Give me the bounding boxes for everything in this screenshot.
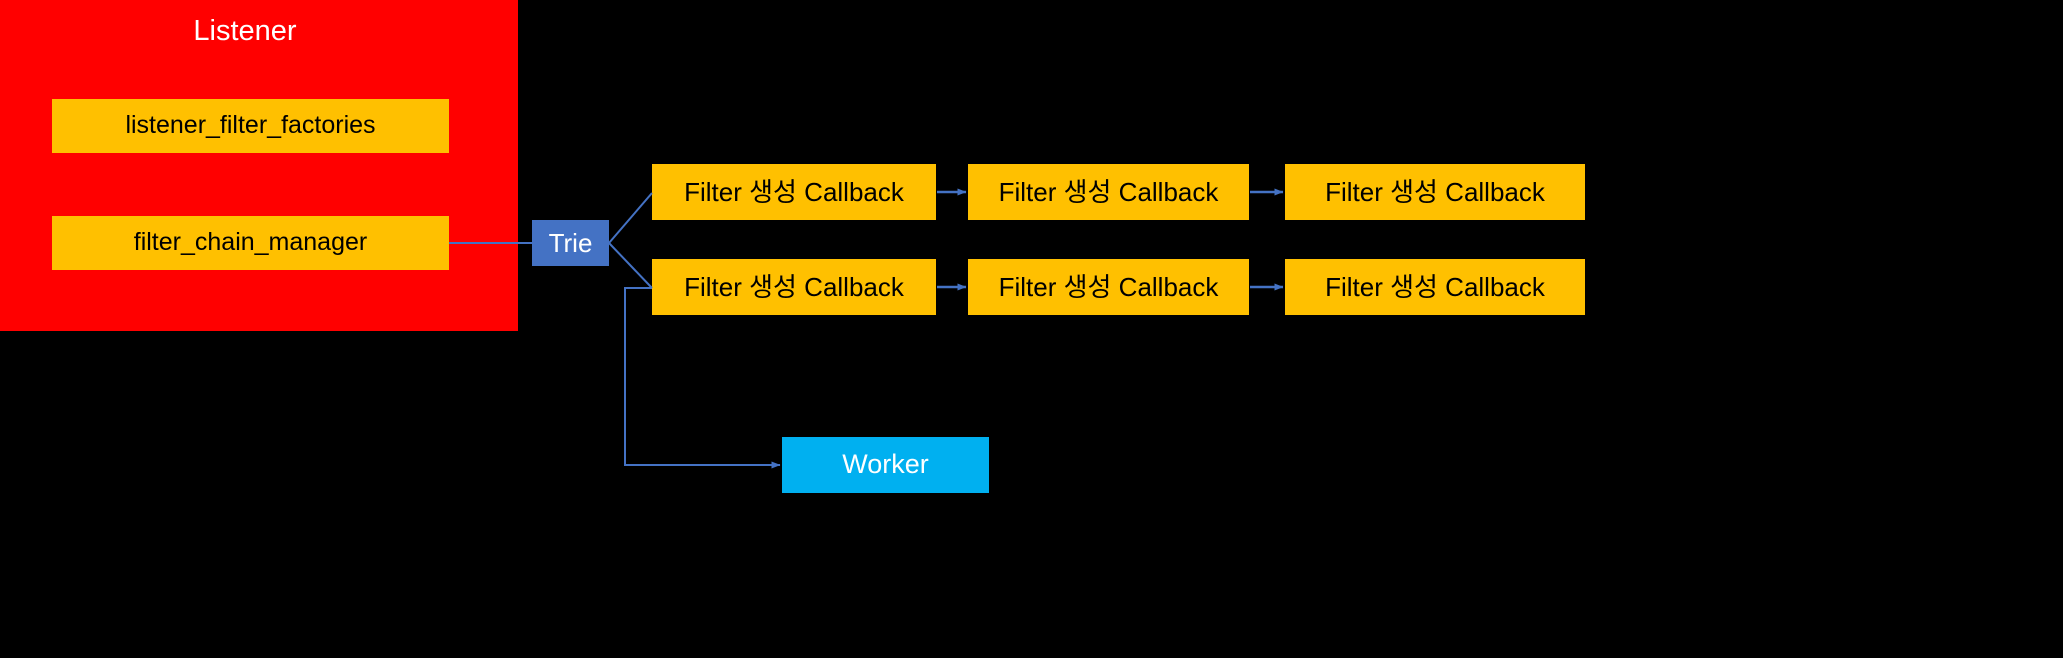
listener-filter-factories-box[interactable]: listener_filter_factories	[52, 99, 449, 153]
filter-callback-row1-col3[interactable]: Filter 생성 Callback	[1285, 164, 1585, 220]
filter-chain-manager-box[interactable]: filter_chain_manager	[52, 216, 449, 270]
filter-callback-row1-col1[interactable]: Filter 생성 Callback	[652, 164, 936, 220]
connector-trie-to-row2	[608, 242, 653, 289]
listener-panel-title: Listener	[193, 15, 297, 47]
listener-panel[interactable]: Listener	[0, 0, 518, 331]
filter-callback-row1-col2[interactable]: Filter 생성 Callback	[968, 164, 1249, 220]
worker-node[interactable]: Worker	[782, 437, 989, 493]
trie-node[interactable]: Trie	[532, 220, 609, 266]
filter-callback-row2-col1[interactable]: Filter 생성 Callback	[652, 259, 936, 315]
filter-callback-row2-col2[interactable]: Filter 생성 Callback	[968, 259, 1249, 315]
connector-trie-to-row1	[608, 192, 653, 244]
filter-callback-row2-col3[interactable]: Filter 생성 Callback	[1285, 259, 1585, 315]
